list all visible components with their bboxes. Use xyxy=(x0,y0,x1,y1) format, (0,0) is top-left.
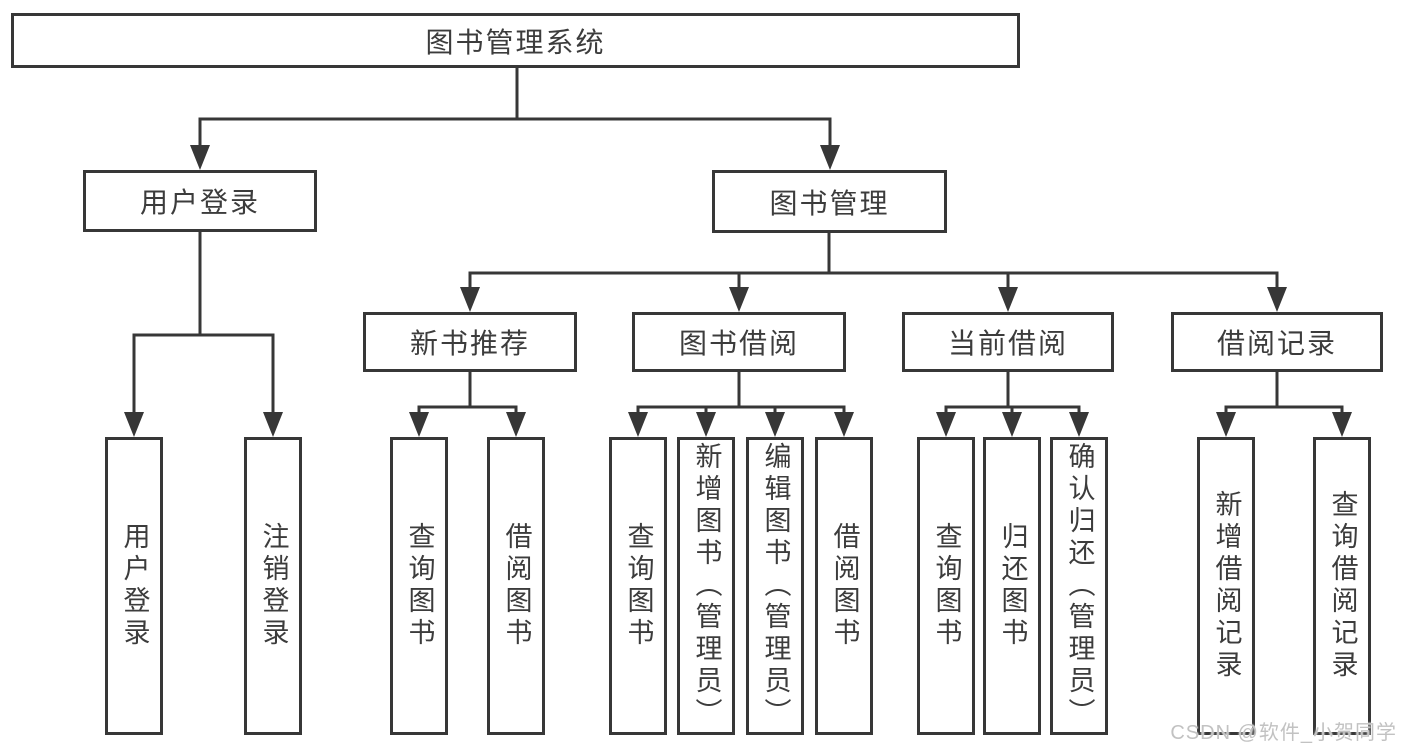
leaf-label: 归还图书 xyxy=(997,522,1028,650)
node-borrowing-records: 借阅记录 xyxy=(1171,312,1383,372)
leaf-borrowing-add-books-admin: 新增图书（管理员） xyxy=(677,437,735,735)
node-new-book-recommend: 新书推荐 xyxy=(363,312,577,372)
leaf-label: 编辑图书（管理员） xyxy=(760,442,791,730)
leaf-label: 注销登录 xyxy=(258,522,289,650)
leaf-label: 新增图书（管理员） xyxy=(691,442,722,730)
leaf-records-query-record: 查询借阅记录 xyxy=(1313,437,1371,735)
leaf-records-add-record: 新增借阅记录 xyxy=(1197,437,1255,735)
leaf-current-confirm-return-admin: 确认归还（管理员） xyxy=(1050,437,1108,735)
leaf-label: 用户登录 xyxy=(119,522,150,650)
node-user-login: 用户登录 xyxy=(83,170,317,232)
leaf-recommend-borrow-books: 借阅图书 xyxy=(487,437,545,735)
leaf-borrowing-query-books: 查询图书 xyxy=(609,437,667,735)
leaf-label: 查询图书 xyxy=(404,522,435,650)
leaf-borrowing-borrow-books: 借阅图书 xyxy=(815,437,873,735)
leaf-label: 查询图书 xyxy=(931,522,962,650)
leaf-label: 借阅图书 xyxy=(501,522,532,650)
leaf-recommend-query-books: 查询图书 xyxy=(390,437,448,735)
leaf-label: 确认归还（管理员） xyxy=(1064,442,1095,730)
leaf-current-return-books: 归还图书 xyxy=(983,437,1041,735)
leaf-current-query-books: 查询图书 xyxy=(917,437,975,735)
node-current-borrowing: 当前借阅 xyxy=(902,312,1114,372)
leaf-label: 查询借阅记录 xyxy=(1327,490,1358,682)
csdn-watermark: CSDN @软件_小贺同学 xyxy=(1170,722,1397,744)
leaf-label: 查询图书 xyxy=(623,522,654,650)
node-book-management: 图书管理 xyxy=(712,170,947,233)
node-book-borrowing: 图书借阅 xyxy=(632,312,846,372)
node-root: 图书管理系统 xyxy=(11,13,1020,68)
leaf-label: 借阅图书 xyxy=(829,522,860,650)
leaf-logout: 注销登录 xyxy=(244,437,302,735)
leaf-label: 新增借阅记录 xyxy=(1211,490,1242,682)
leaf-borrowing-edit-books-admin: 编辑图书（管理员） xyxy=(746,437,804,735)
leaf-user-login: 用户登录 xyxy=(105,437,163,735)
